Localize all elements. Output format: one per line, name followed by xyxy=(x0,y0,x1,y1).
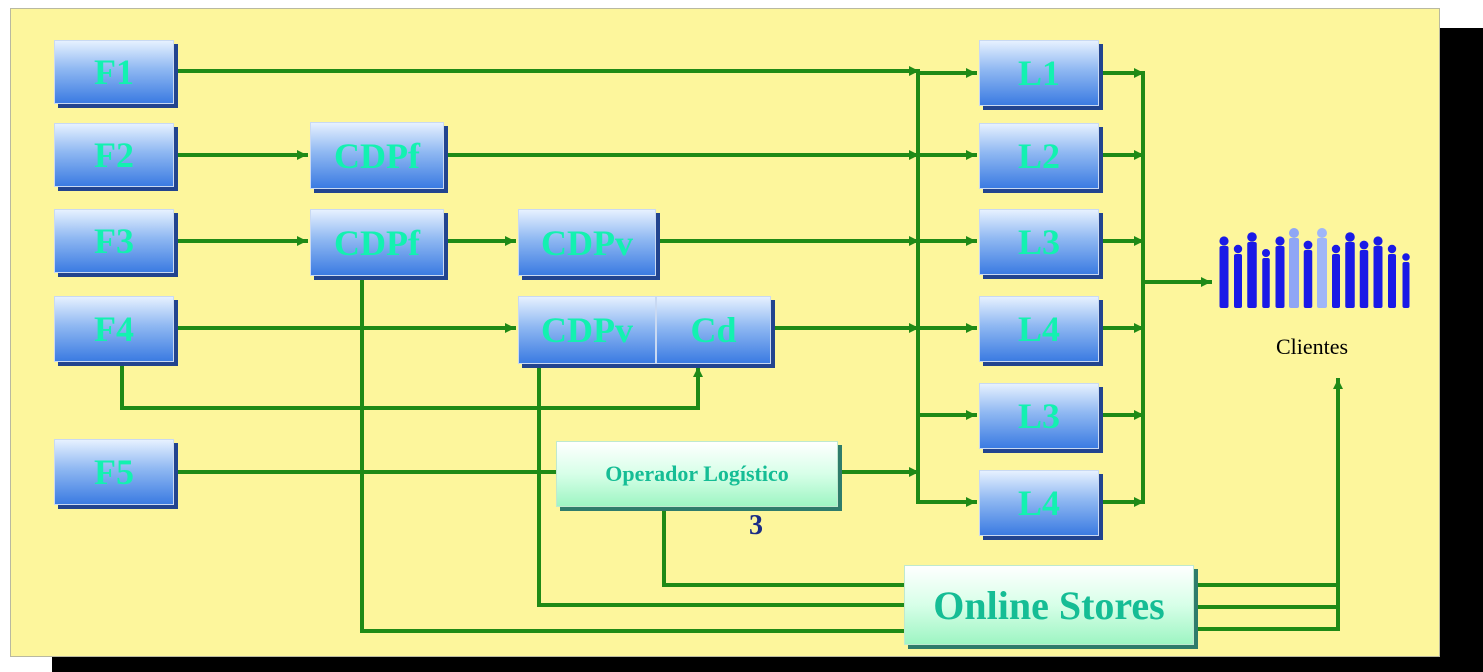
person-body xyxy=(1332,254,1340,308)
person-body xyxy=(1275,246,1285,308)
operador-number: 3 xyxy=(749,510,763,541)
person-body xyxy=(1359,250,1369,308)
person-head xyxy=(1373,236,1383,246)
person-body xyxy=(1388,254,1396,308)
person-head xyxy=(1303,240,1313,250)
person-head xyxy=(1317,228,1327,238)
node-f4: F4 xyxy=(54,296,174,362)
person-head xyxy=(1275,236,1285,246)
person-body xyxy=(1247,242,1257,308)
node-cdpf-bottom: CDPf xyxy=(310,209,444,276)
person-body xyxy=(1373,246,1383,308)
node-cdpv-bottom: CDPv xyxy=(518,296,656,364)
node-l4-top: L4 xyxy=(979,296,1099,362)
person-head xyxy=(1233,244,1243,254)
node-f3: F3 xyxy=(54,209,174,273)
person-head xyxy=(1219,236,1229,246)
node-cdpv-top: CDPv xyxy=(518,209,656,276)
node-f2: F2 xyxy=(54,123,174,187)
person-body xyxy=(1303,250,1313,308)
person-body xyxy=(1289,238,1299,308)
person-body xyxy=(1262,258,1270,308)
person-body xyxy=(1345,242,1355,308)
person-body xyxy=(1234,254,1242,308)
person-head xyxy=(1262,249,1270,257)
node-l4-bottom: L4 xyxy=(979,470,1099,536)
person-head xyxy=(1345,232,1355,242)
person-body xyxy=(1219,246,1229,308)
person-head xyxy=(1387,244,1397,254)
node-operador-logistico: Operador Logístico xyxy=(556,441,838,507)
node-f5: F5 xyxy=(54,439,174,505)
node-l3-top: L3 xyxy=(979,209,1099,275)
node-online-stores: Online Stores xyxy=(904,565,1194,645)
node-cd: Cd xyxy=(656,296,771,364)
node-l2: L2 xyxy=(979,123,1099,189)
person-head xyxy=(1359,240,1369,250)
node-l3-bottom: L3 xyxy=(979,383,1099,449)
people-crowd-icon xyxy=(1219,228,1410,308)
person-body xyxy=(1402,262,1410,308)
person-head xyxy=(1402,253,1410,261)
node-f1: F1 xyxy=(54,40,174,104)
person-body xyxy=(1317,238,1327,308)
person-head xyxy=(1331,244,1341,254)
node-l1: L1 xyxy=(979,40,1099,106)
node-cdpf-top: CDPf xyxy=(310,122,444,189)
person-head xyxy=(1247,232,1257,242)
clientes-label: Clientes xyxy=(1276,334,1349,359)
person-head xyxy=(1289,228,1299,238)
